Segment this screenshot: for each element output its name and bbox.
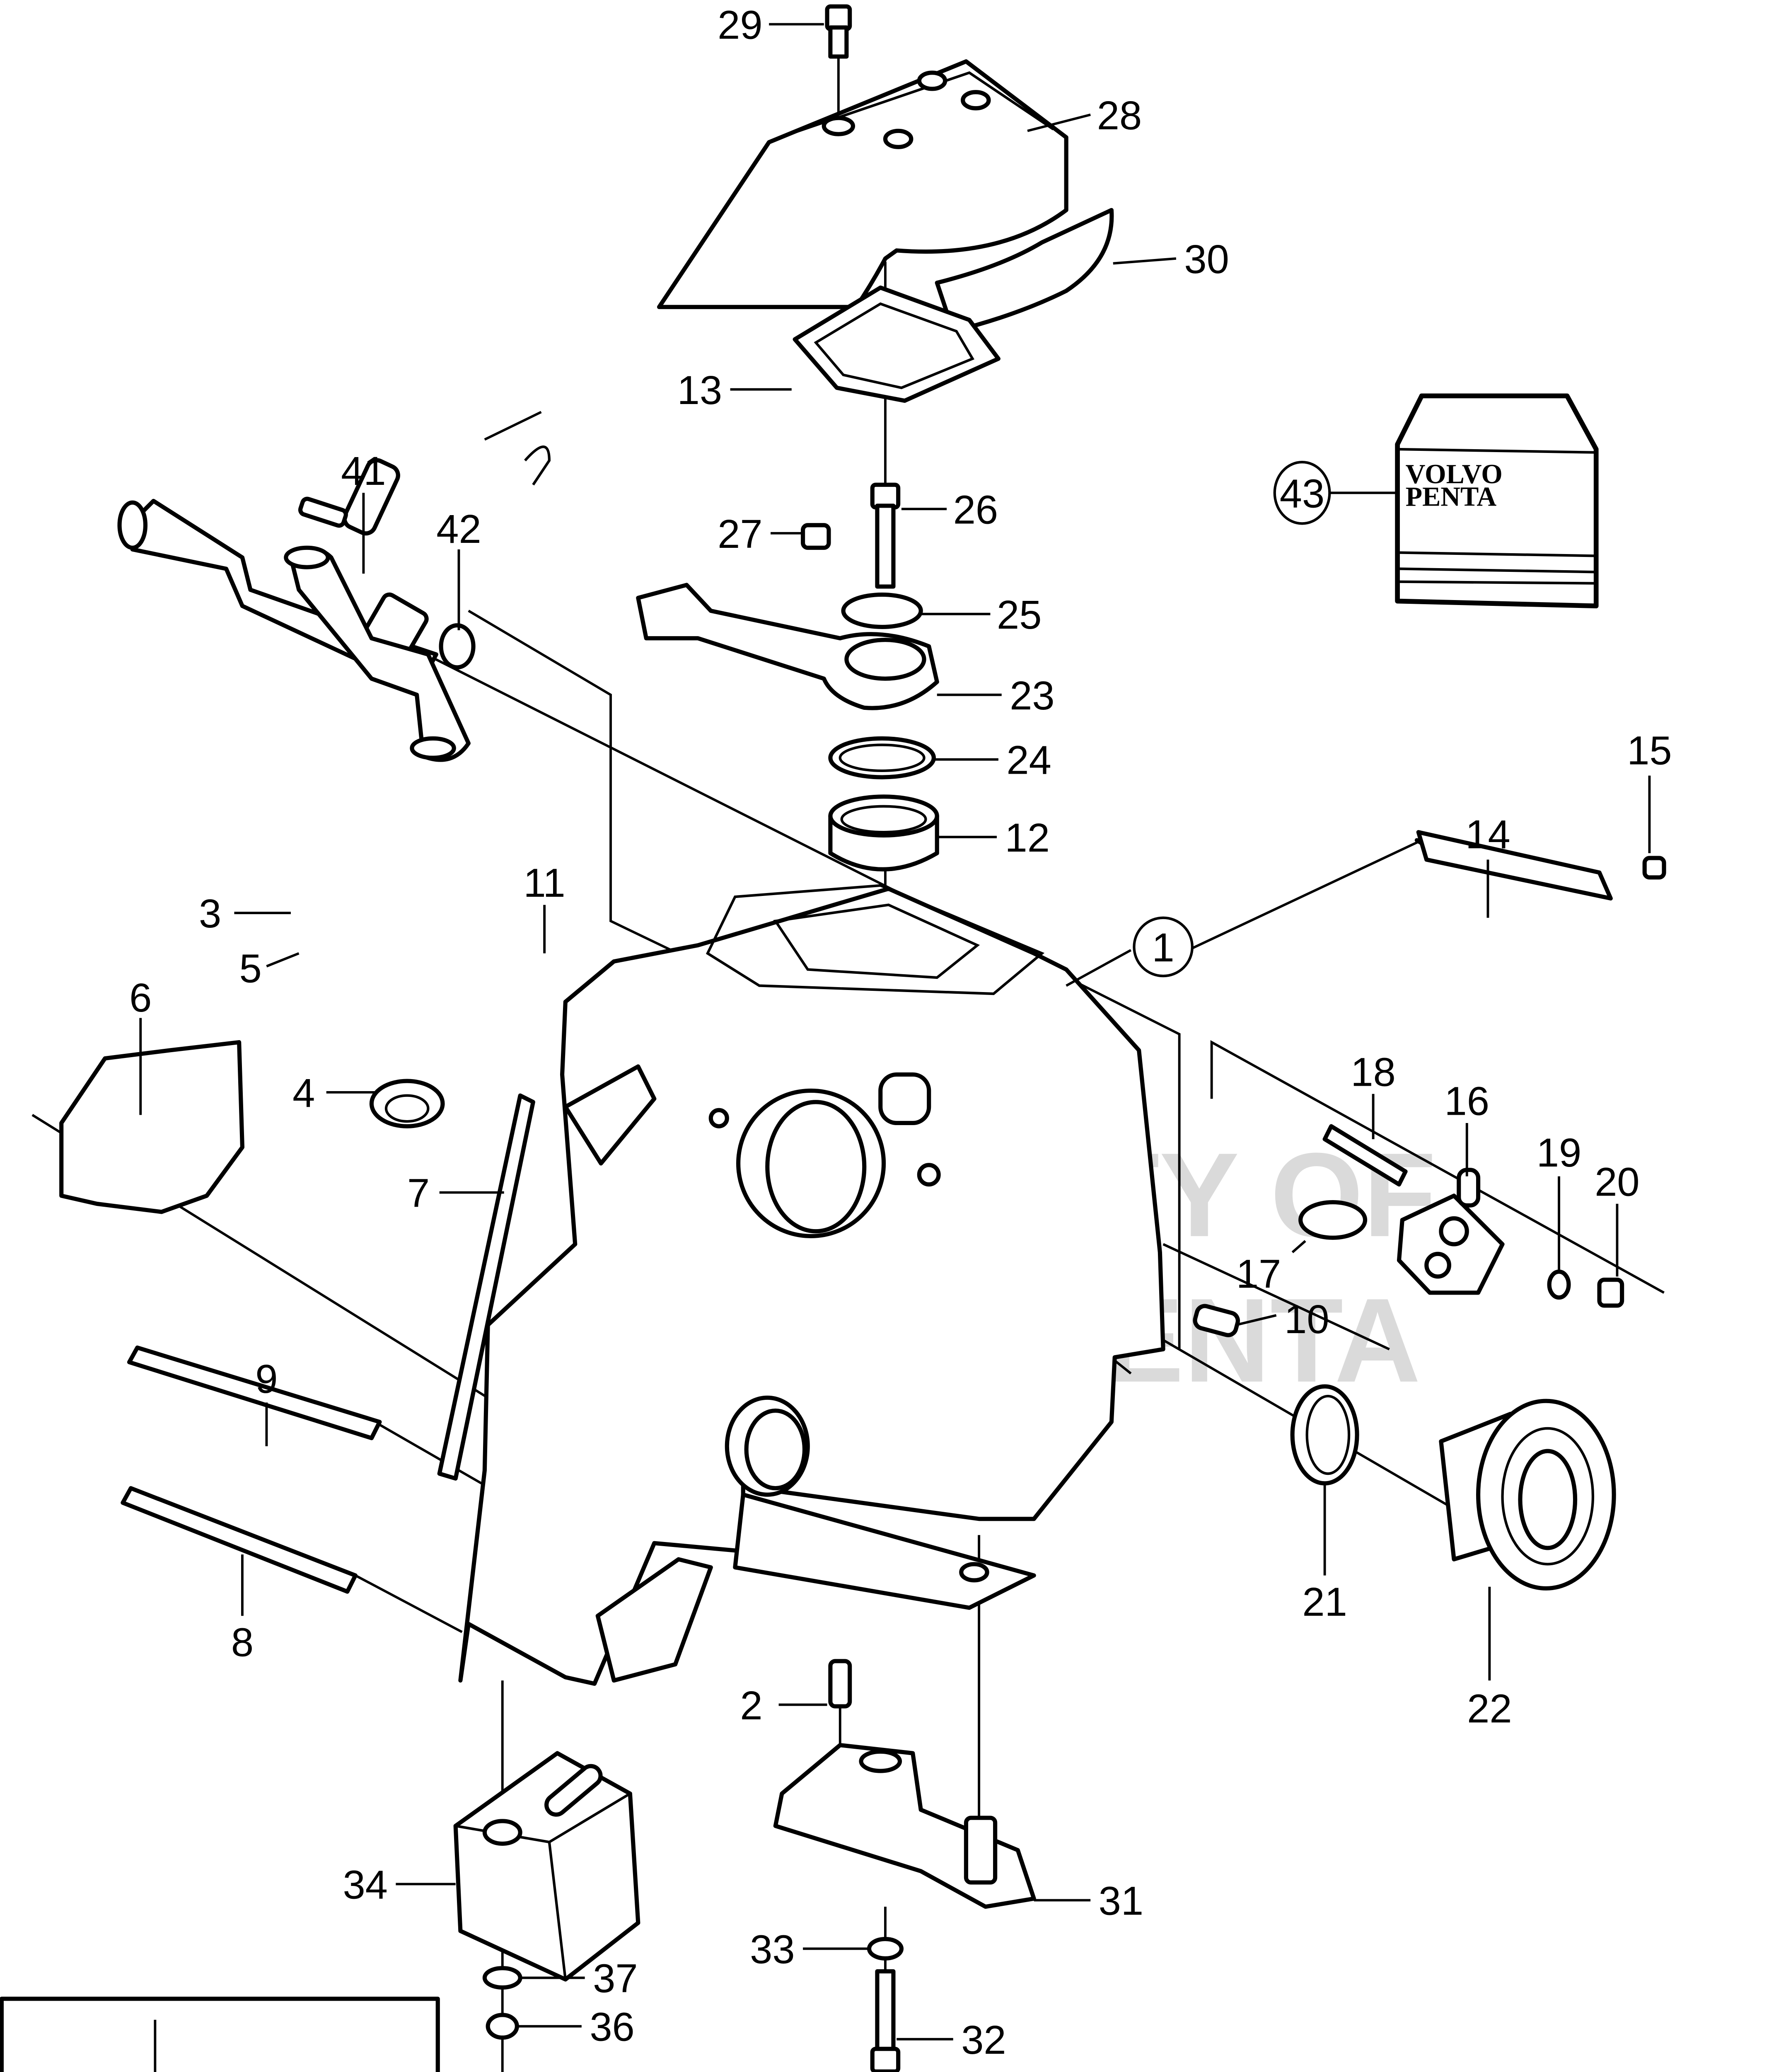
callout-30: 30 bbox=[1184, 237, 1229, 282]
part-13-gasket bbox=[793, 285, 1001, 403]
callout-6: 6 bbox=[129, 975, 152, 1020]
callout-5: 5 bbox=[239, 946, 262, 991]
brand-penta: PENTA bbox=[1406, 482, 1497, 512]
callout-23: 23 bbox=[1010, 673, 1054, 718]
callout-34: 34 bbox=[343, 1862, 387, 1907]
callout-36: 36 bbox=[590, 2004, 634, 2050]
callout-28: 28 bbox=[1097, 93, 1142, 138]
callout-16: 16 bbox=[1445, 1078, 1489, 1123]
callout-33: 33 bbox=[750, 1927, 795, 1972]
part-31-bracket bbox=[773, 1743, 1036, 1909]
part-29-bolt bbox=[825, 4, 852, 59]
part-11-clip bbox=[524, 445, 551, 486]
callout-12: 12 bbox=[1005, 815, 1050, 860]
part-19-washer bbox=[1547, 1269, 1571, 1300]
part-28-top-cover bbox=[657, 59, 1068, 309]
callout-37: 37 bbox=[593, 1956, 638, 2001]
part-1-housing bbox=[458, 884, 1165, 1686]
part-17-oring bbox=[1298, 1200, 1368, 1240]
callout-24: 24 bbox=[1006, 738, 1051, 783]
part-23-steering-arm bbox=[636, 583, 939, 710]
part-18-stud bbox=[1322, 1124, 1408, 1187]
part-20-nut bbox=[1597, 1278, 1624, 1308]
part-8-stud bbox=[121, 1486, 358, 1594]
callout-8: 8 bbox=[231, 1620, 254, 1665]
callout-26: 26 bbox=[953, 487, 998, 532]
callout-18: 18 bbox=[1351, 1049, 1395, 1094]
callout-25: 25 bbox=[997, 592, 1042, 637]
callout-leaders bbox=[139, 23, 1651, 2041]
callout-31: 31 bbox=[1099, 1878, 1143, 1924]
callout-2: 2 bbox=[740, 1683, 762, 1728]
callout-17: 17 bbox=[1236, 1251, 1281, 1297]
callout-19: 19 bbox=[1537, 1130, 1581, 1175]
part-22-bearing bbox=[1439, 1399, 1616, 1591]
callout-21: 21 bbox=[1302, 1579, 1347, 1624]
part-43-booklet: VOLVO PENTA bbox=[1395, 393, 1599, 609]
part-37-washer bbox=[482, 1966, 522, 1990]
part-9-stud bbox=[127, 1345, 382, 1440]
callout-labels: 1 2 3 4 5 6 7 8 9 10 11 12 13 14 15 16 1… bbox=[129, 2, 1672, 2062]
brand-volvo: VOLVO bbox=[1406, 459, 1503, 489]
part-14-tube bbox=[1414, 830, 1613, 901]
part-6-gasket bbox=[59, 1040, 245, 1214]
part-7-strip bbox=[437, 1093, 535, 1481]
part-27-nut bbox=[801, 523, 831, 550]
callout-3: 3 bbox=[199, 891, 221, 936]
inset-box bbox=[0, 1997, 440, 2072]
callout-11: 11 bbox=[524, 860, 566, 905]
part-33-washer bbox=[867, 1937, 904, 1961]
part-30-strip bbox=[935, 208, 1114, 334]
callout-20: 20 bbox=[1595, 1159, 1639, 1204]
part-36-lockwasher bbox=[486, 2013, 519, 2040]
callout-41: 41 bbox=[341, 448, 386, 494]
callout-7: 7 bbox=[407, 1171, 430, 1216]
callout-4: 4 bbox=[292, 1070, 315, 1116]
callout-15: 15 bbox=[1627, 728, 1672, 773]
callout-13: 13 bbox=[677, 368, 722, 413]
part-4-grommet bbox=[369, 1079, 445, 1128]
callout-10: 10 bbox=[1284, 1297, 1329, 1342]
callout-32: 32 bbox=[961, 2017, 1006, 2062]
part-26-bolt bbox=[870, 482, 901, 589]
callout-42: 42 bbox=[436, 506, 481, 552]
part-42-oring bbox=[439, 623, 476, 670]
callout-22: 22 bbox=[1467, 1686, 1512, 1731]
part-34-block bbox=[453, 1751, 640, 1982]
part-32-bolt bbox=[870, 1969, 901, 2072]
callout-27: 27 bbox=[718, 511, 762, 557]
callout-1-circle bbox=[1133, 916, 1194, 978]
callout-29: 29 bbox=[718, 2, 762, 48]
part-21-seal bbox=[1290, 1384, 1359, 1486]
part-24-ring bbox=[828, 736, 936, 779]
part-25-plate bbox=[841, 592, 923, 629]
callout-43-circle bbox=[1273, 461, 1331, 525]
callout-1: 1 bbox=[1152, 925, 1174, 970]
callout-9: 9 bbox=[255, 1356, 278, 1402]
part-16-housing bbox=[1397, 1167, 1505, 1295]
part-2-pin bbox=[828, 1659, 852, 1709]
callout-14: 14 bbox=[1465, 812, 1510, 857]
part-15-plug bbox=[1642, 856, 1666, 880]
part-5-screw bbox=[298, 496, 348, 528]
part-12-bushing bbox=[828, 794, 939, 871]
callout-43: 43 bbox=[1280, 471, 1324, 516]
part-3-elbow bbox=[284, 458, 471, 762]
